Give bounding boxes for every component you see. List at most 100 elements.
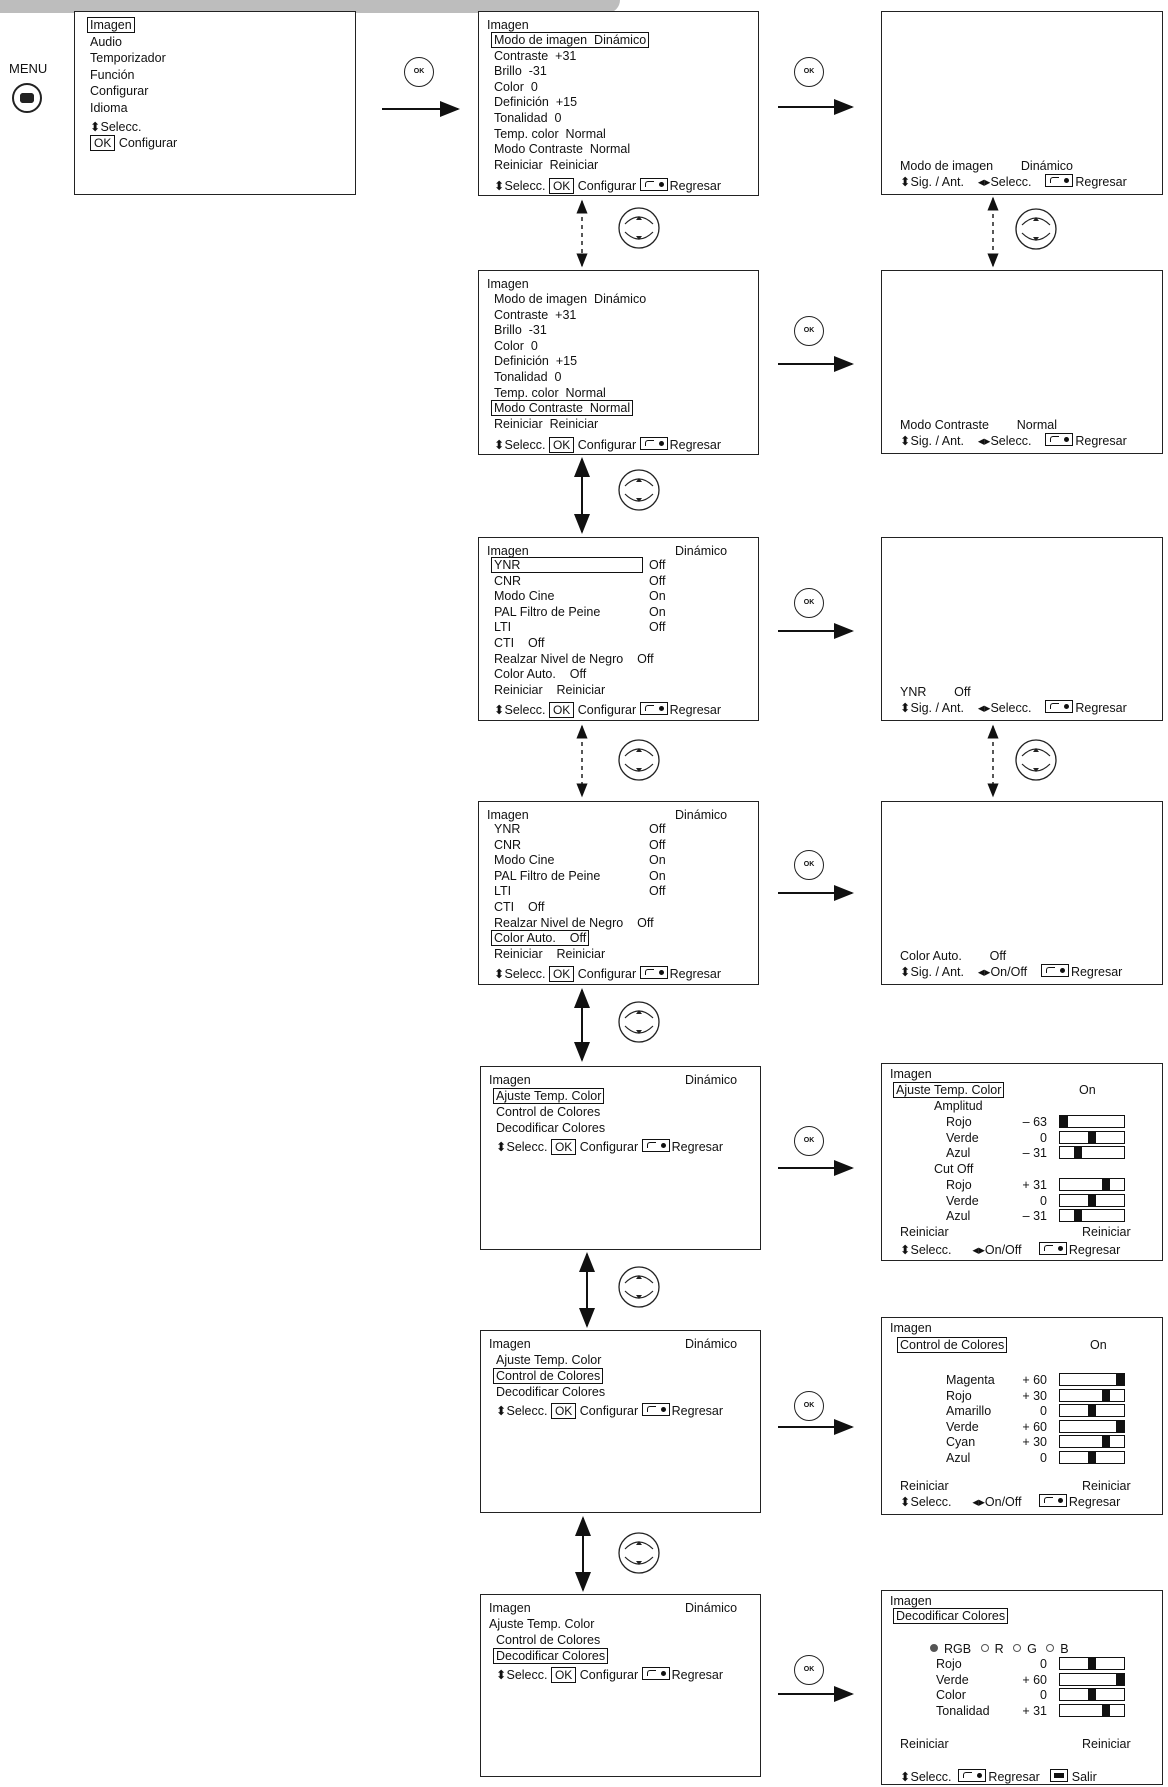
color-menu-temp-item-highlight[interactable]: Ajuste Temp. Color bbox=[493, 1088, 605, 1104]
control-colores-row-bar[interactable] bbox=[1059, 1450, 1125, 1464]
ok-chip[interactable]: OK bbox=[548, 966, 575, 982]
back-icon[interactable] bbox=[1040, 964, 1069, 977]
ok-chip[interactable]: OK bbox=[90, 135, 116, 151]
decodificar-row-bar[interactable] bbox=[1059, 1688, 1125, 1701]
color-menu-temp-item: Control de Colores bbox=[496, 1105, 601, 1119]
color-menu-control-footer[interactable]: ⬍Selecc. OK Configurar Regresar bbox=[496, 1403, 724, 1419]
single-modo-imagen-footer[interactable]: ⬍Sig. / Ant. ◂▸Selecc. Regresar bbox=[900, 174, 1127, 189]
ok-chip[interactable]: OK bbox=[548, 178, 575, 194]
advanced-menu-ynr-row: Realzar Nivel de Negro Off bbox=[494, 651, 654, 666]
temp-color-footer[interactable]: ⬍Selecc. ◂▸On/Off Regresar bbox=[900, 1242, 1121, 1257]
single-color-auto-footer[interactable]: ⬍Sig. / Ant. ◂▸On/Off Regresar bbox=[900, 964, 1123, 979]
decodificar-footer[interactable]: ⬍Selecc. Regresar Salir bbox=[900, 1769, 1097, 1784]
ok-button-icon[interactable]: OK bbox=[794, 588, 824, 618]
advanced-menu-color-auto-row[interactable]: Color Auto. Off bbox=[491, 930, 590, 947]
picture-menu-mode-row-highlight[interactable]: Modo de imagen Dinámico bbox=[491, 32, 650, 48]
advanced-menu-color-auto-row-highlight[interactable]: Color Auto. Off bbox=[491, 930, 590, 947]
advanced-menu-ynr-footer[interactable]: ⬍Selecc. OK Configurar Regresar bbox=[494, 702, 722, 718]
single-modo-contraste-footer[interactable]: ⬍Sig. / Ant. ◂▸Selecc. Regresar bbox=[900, 433, 1127, 448]
back-icon[interactable] bbox=[641, 1139, 670, 1152]
cutoff-row-bar[interactable] bbox=[1059, 1209, 1125, 1222]
back-icon[interactable] bbox=[639, 437, 668, 450]
color-menu-decode-footer[interactable]: ⬍Selecc. OK Configurar Regresar bbox=[496, 1667, 724, 1683]
ok-button-icon[interactable]: OK bbox=[794, 57, 824, 87]
radio-b[interactable] bbox=[1046, 1644, 1055, 1652]
single-ynr-footer[interactable]: ⬍Sig. / Ant. ◂▸Selecc. Regresar bbox=[900, 700, 1127, 715]
picture-menu-contrast-mode-row[interactable]: Modo Contraste Normal bbox=[491, 400, 634, 417]
back-icon[interactable] bbox=[641, 1667, 670, 1680]
color-menu-temp-footer[interactable]: ⬍Selecc. OK Configurar Regresar bbox=[496, 1139, 724, 1155]
picture-menu-contrast-mode-footer[interactable]: ⬍Selecc. OK Configurar Regresar bbox=[494, 437, 722, 453]
ok-button-icon[interactable]: OK bbox=[794, 1655, 824, 1685]
menu-exit-icon[interactable] bbox=[1050, 1769, 1069, 1782]
decodificar-heading[interactable]: Decodificar Colores bbox=[893, 1608, 1009, 1624]
control-colores-heading-highlight[interactable]: Control de Colores bbox=[897, 1337, 1008, 1353]
color-menu-control-item[interactable]: Control de Colores bbox=[493, 1368, 604, 1384]
ok-chip[interactable]: OK bbox=[550, 1667, 577, 1683]
menu-button-icon[interactable] bbox=[12, 83, 42, 113]
color-menu-control-item-highlight[interactable]: Control de Colores bbox=[493, 1368, 604, 1384]
updown-nav-icon[interactable] bbox=[617, 468, 661, 512]
ok-chip[interactable]: OK bbox=[548, 702, 575, 718]
main-menu-item-highlight[interactable]: Imagen bbox=[87, 17, 135, 33]
control-colores-row-bar[interactable] bbox=[1059, 1435, 1125, 1448]
control-colores-row-bar[interactable] bbox=[1059, 1373, 1125, 1386]
amplitud-row-bar[interactable] bbox=[1059, 1146, 1125, 1159]
updown-nav-icon[interactable] bbox=[617, 206, 661, 250]
back-icon[interactable] bbox=[1045, 174, 1074, 187]
decodificar-row-bar[interactable] bbox=[1059, 1657, 1125, 1670]
control-colores-row-bar[interactable] bbox=[1059, 1388, 1125, 1402]
ok-button-icon[interactable]: OK bbox=[794, 1126, 824, 1156]
radio-rgb[interactable] bbox=[930, 1644, 938, 1652]
advanced-menu-ynr-row[interactable]: YNR bbox=[491, 557, 644, 573]
ok-button-icon[interactable]: OK bbox=[794, 850, 824, 880]
color-menu-decode-item[interactable]: Decodificar Colores bbox=[493, 1648, 609, 1664]
picture-menu-contrast-mode-row-highlight[interactable]: Modo Contraste Normal bbox=[491, 400, 634, 417]
back-icon[interactable] bbox=[958, 1769, 987, 1782]
ok-chip[interactable]: OK bbox=[550, 1403, 577, 1419]
radio-g[interactable] bbox=[1013, 1644, 1022, 1652]
control-colores-footer[interactable]: ⬍Selecc. ◂▸On/Off Regresar bbox=[900, 1494, 1121, 1509]
back-icon[interactable] bbox=[1038, 1242, 1067, 1255]
control-colores-row-bar[interactable] bbox=[1059, 1419, 1125, 1433]
back-icon[interactable] bbox=[639, 178, 668, 191]
main-menu-item[interactable]: Imagen bbox=[87, 17, 135, 33]
ok-button-icon[interactable]: OK bbox=[794, 1391, 824, 1421]
updown-nav-icon[interactable] bbox=[617, 738, 661, 782]
color-menu-temp-item[interactable]: Ajuste Temp. Color bbox=[493, 1088, 605, 1104]
ok-button-icon[interactable]: OK bbox=[404, 57, 434, 87]
updown-nav-icon[interactable] bbox=[617, 1531, 661, 1575]
advanced-menu-color-auto-footer[interactable]: ⬍Selecc. OK Configurar Regresar bbox=[494, 966, 722, 982]
back-icon[interactable] bbox=[639, 966, 668, 979]
cutoff-row-bar[interactable] bbox=[1059, 1193, 1125, 1207]
back-icon[interactable] bbox=[1045, 700, 1074, 713]
back-icon[interactable] bbox=[641, 1403, 670, 1416]
updown-nav-icon[interactable] bbox=[617, 1000, 661, 1044]
amplitud-row-bar[interactable] bbox=[1059, 1130, 1125, 1144]
temp-color-heading-highlight[interactable]: Ajuste Temp. Color bbox=[893, 1082, 1005, 1098]
control-colores-row-bar[interactable] bbox=[1059, 1404, 1125, 1417]
ok-chip[interactable]: OK bbox=[548, 437, 575, 453]
decodificar-heading-highlight[interactable]: Decodificar Colores bbox=[893, 1608, 1009, 1624]
temp-color-heading[interactable]: Ajuste Temp. Color bbox=[893, 1082, 1005, 1098]
back-icon[interactable] bbox=[1045, 433, 1074, 446]
decodificar-options[interactable]: RGB R G B bbox=[924, 1642, 1069, 1656]
back-icon[interactable] bbox=[639, 702, 668, 715]
picture-menu-mode-row[interactable]: Modo de imagen Dinámico bbox=[491, 32, 650, 48]
ok-button-icon[interactable]: OK bbox=[794, 316, 824, 346]
cutoff-row-bar[interactable] bbox=[1059, 1178, 1125, 1191]
advanced-menu-ynr-row-highlight[interactable]: YNR bbox=[491, 557, 644, 573]
color-menu-decode-item-highlight[interactable]: Decodificar Colores bbox=[493, 1648, 609, 1664]
back-icon[interactable] bbox=[1038, 1494, 1067, 1507]
radio-r[interactable] bbox=[980, 1644, 989, 1652]
amplitud-row-bar[interactable] bbox=[1059, 1115, 1125, 1128]
decodificar-row-bar[interactable] bbox=[1059, 1703, 1125, 1717]
decodificar-row-bar[interactable] bbox=[1059, 1672, 1125, 1686]
picture-menu-mode-footer[interactable]: ⬍Selecc. OK Configurar Regresar bbox=[494, 178, 722, 194]
control-colores-heading[interactable]: Control de Colores bbox=[897, 1337, 1008, 1353]
updown-nav-icon[interactable] bbox=[617, 1265, 661, 1309]
ok-chip[interactable]: OK bbox=[550, 1139, 577, 1155]
updown-nav-icon[interactable] bbox=[1014, 207, 1058, 251]
updown-nav-icon[interactable] bbox=[1014, 738, 1058, 782]
